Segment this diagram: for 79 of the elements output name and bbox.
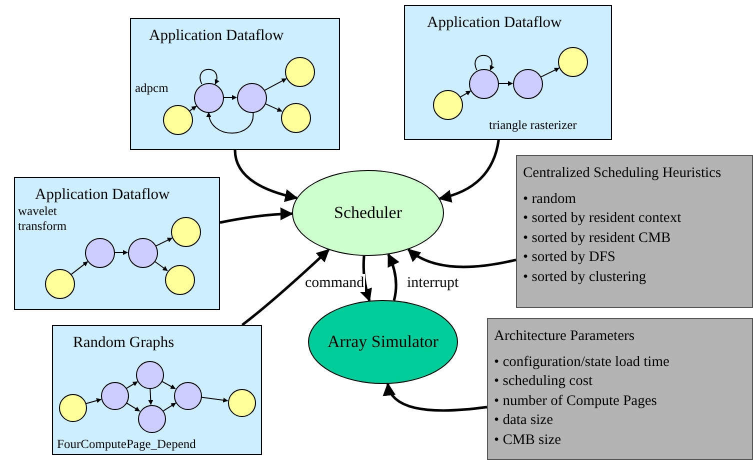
arrow [264, 103, 282, 112]
arrow [360, 256, 372, 302]
graph-node-circle [162, 104, 192, 134]
dataflow-panel [130, 18, 340, 150]
arrow [161, 380, 176, 390]
arrow [189, 106, 197, 112]
arrow [155, 238, 173, 246]
parameters-panel [487, 318, 753, 460]
graph-label: triangle rasterizer [489, 118, 578, 133]
edge-label: command [304, 274, 366, 292]
arrow [85, 398, 102, 404]
arrow [384, 382, 488, 412]
dataflow-panel [14, 177, 220, 310]
graph-label: wavelet transform [18, 204, 68, 234]
graph-node-circle [128, 238, 158, 268]
graph-node-circle [138, 404, 166, 432]
panel-title: Application Dataflow [427, 14, 562, 32]
arrow [223, 95, 237, 100]
graph-node-circle [228, 388, 256, 416]
arrow [220, 207, 294, 224]
graph-node-circle [512, 68, 542, 98]
arrow [241, 248, 330, 326]
arrow [407, 248, 516, 268]
panel-heading: Centralized Scheduling Heuristics [523, 164, 722, 183]
graph-node-circle [284, 56, 314, 86]
graph-node-circle [136, 360, 164, 388]
bullet-item: • sorted by DFS [523, 248, 616, 267]
arrow [126, 402, 140, 412]
arrow [460, 90, 472, 98]
bullet-item: • configuration/state load time [494, 352, 670, 372]
arrow [264, 78, 287, 91]
graph-node-circle [432, 90, 462, 120]
graph-node-circle [44, 268, 74, 298]
bullet-item: • sorted by resident CMB [523, 228, 672, 248]
graph-node-circle [194, 82, 224, 112]
bullet-item: • scheduling cost [494, 372, 594, 391]
bullet-item: • data size [494, 411, 554, 430]
graph-node-circle [164, 264, 194, 294]
arrow [148, 388, 154, 406]
arrow [234, 150, 298, 202]
graph-node-circle [170, 216, 200, 246]
bullet-item: • CMB size [494, 430, 562, 450]
arrow [70, 261, 88, 275]
dataflow-panel [404, 5, 612, 140]
graph-node-circle [558, 46, 588, 76]
arrow [126, 381, 138, 389]
arrow [474, 54, 494, 71]
arrow [154, 260, 168, 272]
heuristics-panel [516, 155, 753, 308]
arrow [200, 68, 220, 85]
graph-node-circle [468, 68, 498, 98]
arrow [200, 396, 228, 403]
graph-node-circle [280, 102, 310, 132]
node-label: Array Simulator [328, 332, 438, 352]
graph-node-circle [100, 382, 128, 410]
arrow [206, 112, 254, 134]
panel-heading: Architecture Parameters [494, 327, 636, 346]
edge-label: interrupt [406, 274, 460, 292]
panel-title: Application Dataflow [35, 186, 170, 204]
panel-title: Application Dataflow [149, 27, 284, 45]
arrow [114, 250, 128, 255]
graph-label: adpcm [135, 81, 170, 96]
arrow [438, 140, 500, 202]
graph-node-circle [174, 382, 202, 410]
bullet-item: • sorted by clustering [523, 268, 648, 286]
graph-node-circle [58, 394, 86, 422]
arrow [162, 402, 176, 412]
bullet-item: • random [523, 190, 577, 208]
arrow [540, 68, 560, 78]
arrow [387, 253, 400, 301]
panel-title: Random Graphs [73, 334, 174, 352]
graph-node-circle [84, 238, 114, 268]
arrow [498, 81, 513, 86]
node-label: Scheduler [334, 203, 402, 223]
graph-label: FourComputePage_Depend [57, 437, 197, 452]
graph-node-circle [236, 82, 266, 112]
bullet-item: • sorted by resident context [523, 209, 682, 228]
bullet-item: • number of Compute Pages [494, 392, 658, 410]
dataflow-panel [52, 325, 262, 455]
